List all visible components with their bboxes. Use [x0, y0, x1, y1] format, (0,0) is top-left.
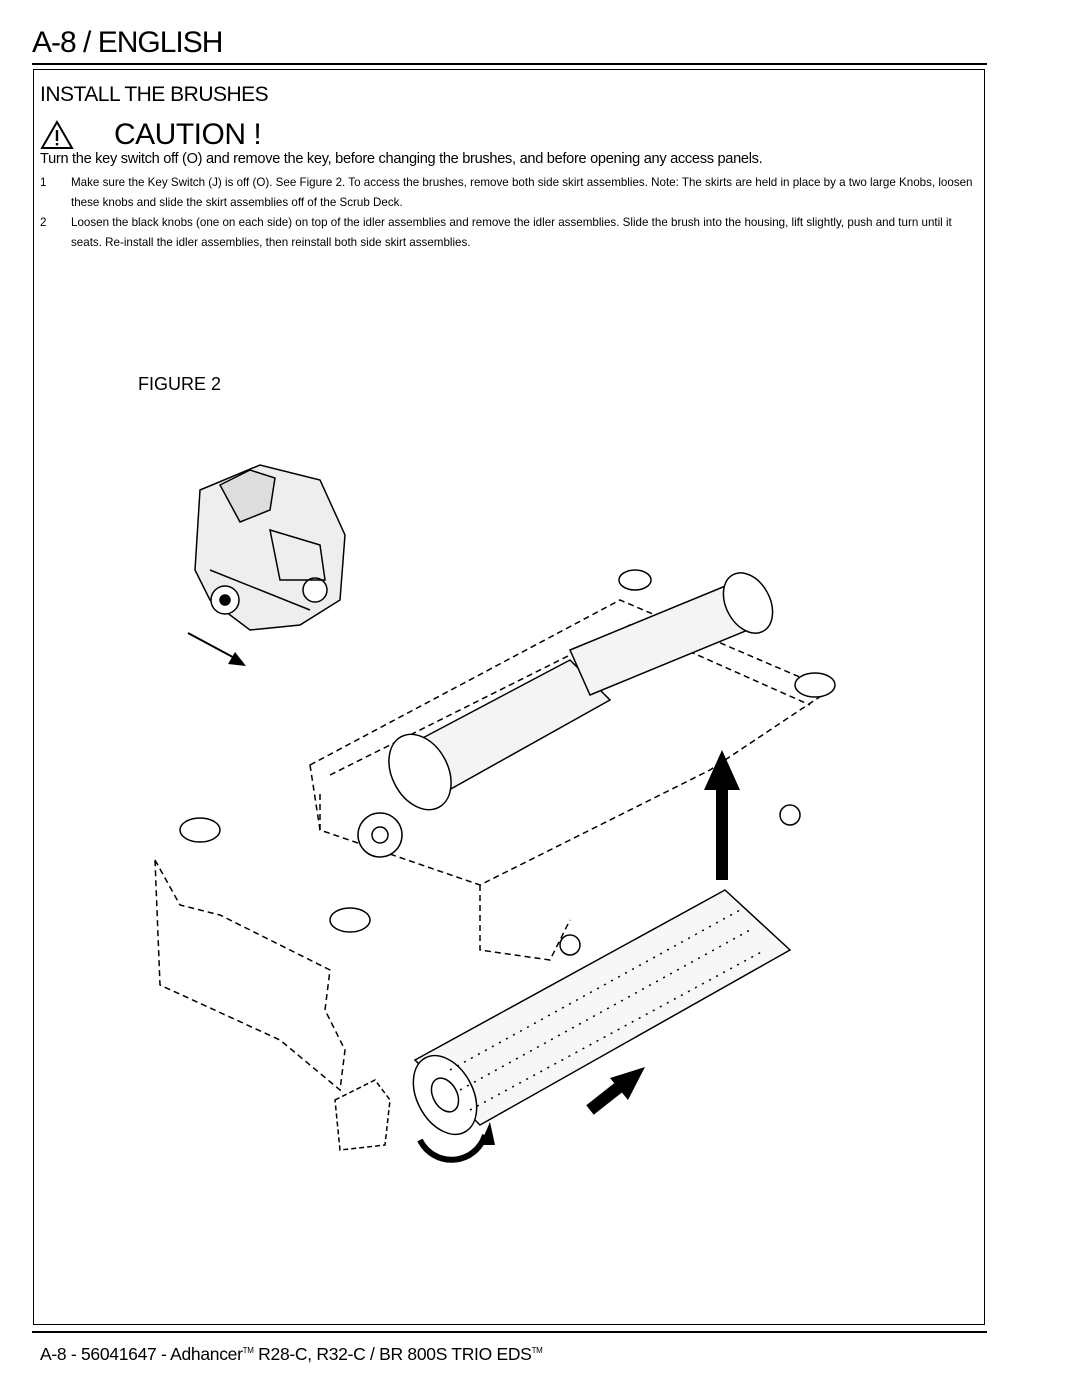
figure-label: FIGURE 2: [138, 374, 222, 394]
scrubber-machine-icon: [194, 464, 346, 631]
brush-installation-illustration: [154, 464, 836, 1163]
page-footer: A-8 - 56041647 - AdhancerTM R28-C, R32-C…: [40, 1344, 543, 1365]
page-header: A-8 / ENGLISH: [32, 26, 223, 59]
step-list: 1 Make sure the Key Switch (J) is off (O…: [40, 173, 980, 253]
knob-icon: [179, 569, 836, 933]
rotate-arrow: [417, 1134, 488, 1163]
trademark-mark: TM: [531, 1346, 543, 1355]
idler-assembly: [334, 1079, 391, 1151]
footer-models: R28-C, R32-C / BR 800S TRIO EDS: [253, 1344, 532, 1364]
step-number: 2: [40, 216, 47, 229]
warning-triangle-icon: [40, 120, 74, 149]
content-frame: [33, 69, 985, 1325]
header-rule: [32, 63, 987, 65]
section-title: INSTALL THE BRUSHES: [40, 83, 269, 106]
up-arrow: [704, 750, 740, 880]
caution-label: CAUTION !: [114, 118, 262, 151]
trademark-mark: TM: [242, 1346, 254, 1355]
list-item: 2 Loosen the black knobs (one on each si…: [40, 213, 980, 253]
step-text: Make sure the Key Switch (J) is off (O).…: [71, 176, 973, 209]
footer-rule: [32, 1331, 987, 1333]
caution-text: Turn the key switch off (O) and remove t…: [40, 151, 763, 167]
push-arrow: [586, 1067, 645, 1115]
brush-motors: [357, 572, 774, 858]
side-skirt: [154, 859, 346, 1092]
caution-heading: CAUTION !: [40, 117, 262, 153]
list-item: 1 Make sure the Key Switch (J) is off (O…: [40, 173, 980, 213]
footer-prefix: A-8 - 56041647 - Adhancer: [40, 1344, 243, 1364]
scrub-deck: [309, 599, 832, 961]
step-text: Loosen the black knobs (one on each side…: [71, 216, 952, 249]
cylindrical-brush: [412, 889, 792, 1136]
step-number: 1: [40, 176, 47, 189]
